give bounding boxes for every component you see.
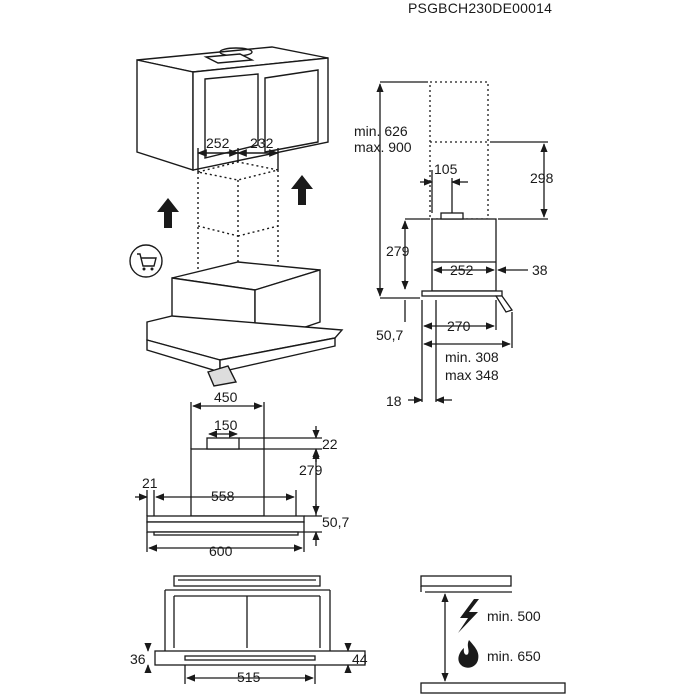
bottom-left: 36 [130,651,146,667]
front-outlet-h: 22 [322,436,338,452]
wall-cabinet [136,46,329,171]
hood-panel [146,315,344,387]
front-side-gap: 21 [142,475,158,491]
front-panel-top [146,515,305,523]
side-top-gap: 298 [530,170,554,186]
bottom-right: 44 [352,651,368,667]
side-chimney [429,81,489,220]
front-outlet: 150 [214,417,238,433]
side-panel-thickness: 50,7 [376,327,403,343]
clearance-view [420,575,566,694]
side-max-total: max. 900 [354,139,412,155]
clearance-hood [420,575,512,587]
shopping-cart-icon [129,244,163,278]
side-extra: 38 [532,262,548,278]
side-panel [421,290,503,297]
side-min-total: min. 626 [354,123,408,139]
clearance-electric: min. 500 [487,608,541,624]
side-max-depth: max 348 [445,367,499,383]
front-panel [146,521,305,533]
iso-width-2: 232 [250,135,274,151]
iso-width-1: 252 [206,135,230,151]
clearance-hob [420,682,566,694]
front-panel-h: 50,7 [322,514,349,530]
side-outlet-offset: 105 [434,161,458,177]
side-outlet [440,212,464,220]
bottom-center: 515 [237,669,261,685]
gas-flame-icon [458,640,479,668]
front-outlet [206,437,240,450]
electric-bolt-icon [458,599,479,633]
side-width: 252 [450,262,474,278]
front-view [135,402,322,552]
front-hood-body [190,448,265,517]
front-inner-width: 558 [211,488,235,504]
bottom-view [144,575,366,684]
clearance-gas: min. 650 [487,648,541,664]
front-height: 279 [299,462,323,478]
lift-up-icon [157,175,313,228]
front-total-width: 600 [209,543,233,559]
document-code: PSGBCH230DE00014 [408,0,553,16]
side-min-depth: min. 308 [445,349,499,365]
side-hood-body [431,218,497,292]
front-width-top: 450 [214,389,238,405]
isometric-view [136,46,344,387]
side-front-offset: 18 [386,393,402,409]
side-depth: 270 [447,318,471,334]
side-height: 279 [386,243,410,259]
side-view [376,81,548,404]
